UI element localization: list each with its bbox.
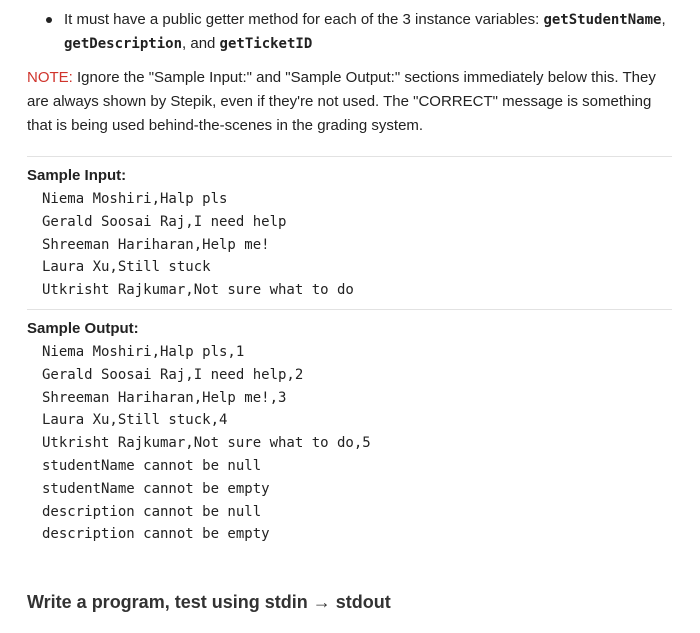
sample-output-line: Laura Xu,Still stuck,4: [42, 412, 228, 429]
getter-student-name: getStudentName: [543, 12, 662, 28]
sample-output-line: Niema Moshiri,Halp pls,1: [42, 344, 245, 360]
sample-input-title: Sample Input:: [27, 167, 127, 184]
sample-output-line: studentName cannot be null: [42, 457, 262, 474]
sample-input-line: Utkrisht Rajkumar,Not sure what to do: [42, 282, 354, 299]
getter-description: getDescription: [64, 36, 183, 52]
getter-requirement-bullet: It must have a public getter method for …: [40, 8, 680, 56]
sample-output-title: Sample Output:: [27, 320, 139, 337]
bullet-dot-icon: [46, 17, 52, 23]
sample-output-line: studentName cannot be empty: [42, 480, 270, 497]
sample-output-line: Gerald Soosai Raj,I need help,2: [42, 366, 304, 383]
sample-output-line: description cannot be null: [42, 503, 262, 520]
sample-output-line: description cannot be empty: [42, 526, 270, 543]
bullet-text: It must have a public getter method for …: [64, 8, 680, 56]
sample-input-line: Laura Xu,Still stuck: [42, 259, 211, 276]
note-paragraph: NOTE: Ignore the "Sample Input:" and "Sa…: [27, 66, 677, 138]
getter-ticket-id: getTicketID: [219, 36, 313, 52]
sample-input-line: Niema Moshiri,Halp pls: [42, 191, 228, 207]
sample-input-line: Shreeman Hariharan,Help me!: [42, 236, 270, 253]
sample-input-line: Gerald Soosai Raj,I need help: [42, 213, 287, 230]
write-program-heading: Write a program, test using stdin → stdo…: [27, 592, 391, 612]
divider-top: [27, 156, 672, 157]
divider-middle: [27, 309, 672, 310]
note-text: Ignore the "Sample Input:" and "Sample O…: [27, 69, 656, 134]
note-label: NOTE:: [27, 69, 73, 86]
bullet-prefix: It must have a public getter method for …: [64, 11, 544, 28]
sample-output-line: Shreeman Hariharan,Help me!,3: [42, 389, 287, 406]
bullet-sep-1: ,: [661, 11, 666, 28]
bullet-sep-2: , and: [182, 35, 220, 52]
sample-output-line: Utkrisht Rajkumar,Not sure what to do,5: [42, 435, 371, 452]
